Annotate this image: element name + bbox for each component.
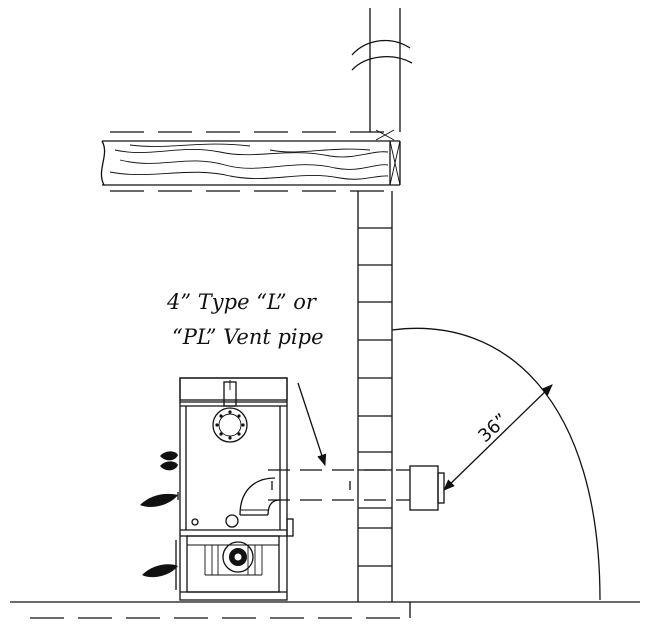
burner-section (186, 535, 280, 593)
arrow-icon (297, 382, 327, 467)
vent-label-line1: 4” Type “L” or (166, 290, 318, 314)
vent-terminal-cap (409, 465, 445, 511)
ceiling-beam (100, 131, 401, 192)
clearance-label: 36” (474, 410, 512, 447)
vent-elbow (239, 477, 281, 516)
observation-port (212, 407, 248, 443)
furnace (140, 377, 294, 601)
vent-pipe-upper (351, 8, 413, 141)
vent-label-line2: “PL” Vent pipe (172, 325, 324, 349)
vent-pipe-vertical (357, 191, 393, 602)
control-handles (140, 451, 179, 590)
floor (10, 601, 640, 619)
vent-pipe-horizontal (268, 469, 410, 501)
clearance-arc (391, 327, 601, 601)
